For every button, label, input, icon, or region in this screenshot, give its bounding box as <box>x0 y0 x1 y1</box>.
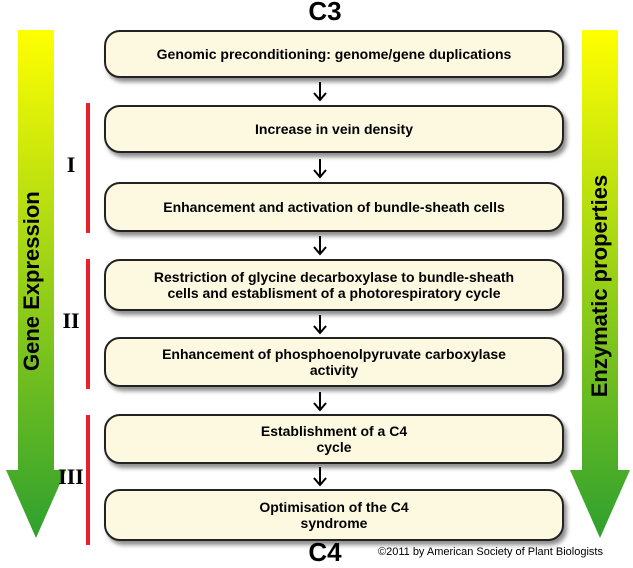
step-text: Enhancement and activation of bundle-she… <box>163 199 505 215</box>
down-arrow-icon <box>313 392 327 412</box>
stage-iii-bar <box>86 415 90 545</box>
copyright-notice: ©2011 by American Society of Plant Biolo… <box>378 546 603 558</box>
stage-i-bar <box>86 103 90 233</box>
step-text: Increase in vein density <box>255 121 413 137</box>
enzymatic-properties-label: Enzymatic properties <box>587 174 612 398</box>
step-text: Enhancement of phosphoenolpyruvate carbo… <box>162 346 506 378</box>
down-arrow-icon <box>313 159 327 179</box>
stage-ii-bar <box>86 259 90 389</box>
step-text: Restriction of glycine decarboxylase to … <box>153 269 515 301</box>
down-arrow-icon <box>313 82 327 102</box>
gene-expression-label: Gene Expression <box>19 191 44 371</box>
enzymatic-properties-arrow <box>570 30 630 538</box>
step-text: Genomic preconditioning: genome/gene dup… <box>156 46 512 62</box>
down-arrow-icon <box>313 236 327 256</box>
step-box-2: Increase in vein density <box>104 105 564 153</box>
down-arrow-icon <box>313 315 327 335</box>
gene-expression-arrow <box>6 30 66 538</box>
step-box-3: Enhancement and activation of bundle-she… <box>104 182 564 232</box>
c4-label: C4 <box>308 537 342 567</box>
step-box-5: Enhancement of phosphoenolpyruvate carbo… <box>104 337 564 387</box>
step-box-4: Restriction of glycine decarboxylase to … <box>104 259 564 311</box>
step-text: Optimisation of the C4 syndrome <box>259 499 409 531</box>
step-box-7: Optimisation of the C4 syndrome <box>104 489 564 541</box>
step-text: Establishment of a C4 cycle <box>260 423 408 455</box>
c3-label: C3 <box>308 0 342 26</box>
stage-ii-label: II <box>62 308 80 333</box>
down-arrow-icon <box>313 467 327 487</box>
stage-iii-label: III <box>58 464 84 489</box>
stage-i-label: I <box>66 152 76 177</box>
step-box-1: Genomic preconditioning: genome/gene dup… <box>104 30 564 78</box>
step-box-6: Establishment of a C4 cycle <box>104 414 564 464</box>
